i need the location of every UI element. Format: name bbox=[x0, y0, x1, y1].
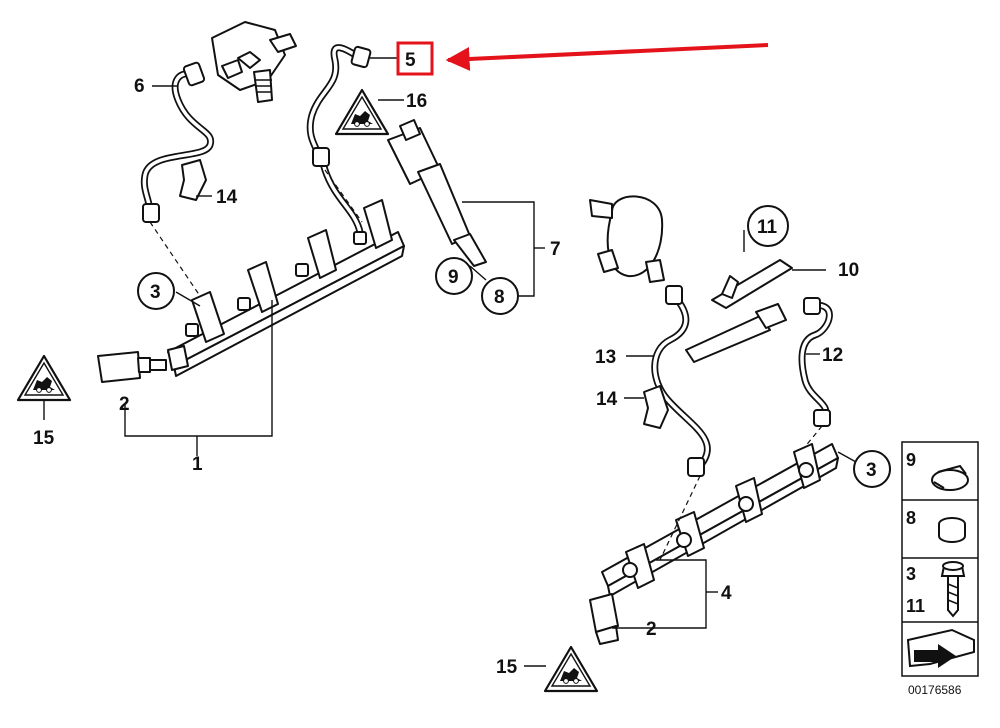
legend-label-11: 11 bbox=[906, 596, 925, 616]
fuel-pipe-13 bbox=[651, 285, 711, 477]
clip-14-right bbox=[643, 385, 669, 429]
callout-circle-9 bbox=[435, 257, 473, 295]
fuel-rail-4 bbox=[601, 443, 839, 597]
callout-13: 13 bbox=[595, 347, 616, 368]
legend-seal-ring-icon bbox=[938, 517, 966, 543]
high-pressure-pump-right bbox=[589, 195, 665, 283]
fuel-rail-1 bbox=[167, 199, 405, 377]
callout-3-left: 3 bbox=[150, 282, 161, 303]
legend-clip-icon bbox=[931, 464, 969, 491]
callout-circle-11 bbox=[747, 205, 789, 247]
pressure-sensor-left bbox=[97, 351, 167, 383]
legend-label-9: 9 bbox=[906, 450, 916, 470]
warning-triangle-icon bbox=[334, 88, 390, 136]
callout-12: 12 bbox=[822, 345, 843, 366]
callout-circle-8 bbox=[481, 277, 519, 315]
callout-7: 7 bbox=[550, 239, 561, 260]
fuel-pipe-5 bbox=[306, 44, 372, 236]
leader-lines-right bbox=[524, 230, 857, 667]
legend-label-3: 3 bbox=[906, 564, 916, 584]
pressure-sensor-right bbox=[589, 593, 619, 645]
callout-9: 9 bbox=[448, 267, 459, 288]
fuel-pipe-12 bbox=[798, 297, 833, 427]
callout-10: 10 bbox=[838, 260, 859, 281]
callout-1: 1 bbox=[192, 454, 203, 475]
arrow-icon bbox=[906, 628, 975, 668]
callout-2-right: 2 bbox=[646, 619, 657, 640]
callout-3-right: 3 bbox=[866, 460, 877, 481]
callout-11: 11 bbox=[757, 217, 778, 238]
callout-15-right: 15 bbox=[496, 657, 518, 678]
injector-7 bbox=[387, 119, 487, 267]
clip-14-left bbox=[179, 159, 207, 201]
callout-8: 8 bbox=[494, 287, 505, 308]
warning-triangle-icon bbox=[16, 354, 72, 402]
high-pressure-pump-top bbox=[211, 21, 297, 103]
callout-4: 4 bbox=[721, 583, 732, 604]
highlight-box bbox=[396, 41, 434, 76]
legend-bolt-icon bbox=[940, 561, 966, 618]
legend-label-8: 8 bbox=[906, 508, 916, 528]
callout-6: 6 bbox=[134, 76, 145, 97]
injector-12 bbox=[685, 303, 787, 363]
callout-5: 5 bbox=[405, 50, 416, 71]
bracket-10 bbox=[711, 259, 793, 309]
callout-16: 16 bbox=[406, 91, 427, 112]
callout-circle-3-left bbox=[137, 272, 175, 310]
callout-circle-3-right bbox=[853, 450, 891, 488]
callout-2-left: 2 bbox=[119, 394, 130, 415]
warning-triangle-icon bbox=[543, 645, 599, 693]
fuel-pipe-6 bbox=[140, 61, 215, 223]
callout-15-left: 15 bbox=[33, 428, 55, 449]
highlight-arrow bbox=[445, 43, 769, 71]
leader-lines-top-left bbox=[124, 57, 545, 456]
legend-panel: 9 8 3 11 bbox=[901, 441, 979, 677]
callout-14-left: 14 bbox=[216, 187, 238, 208]
document-id: 00176586 bbox=[908, 683, 962, 697]
callout-14-right: 14 bbox=[596, 389, 618, 410]
